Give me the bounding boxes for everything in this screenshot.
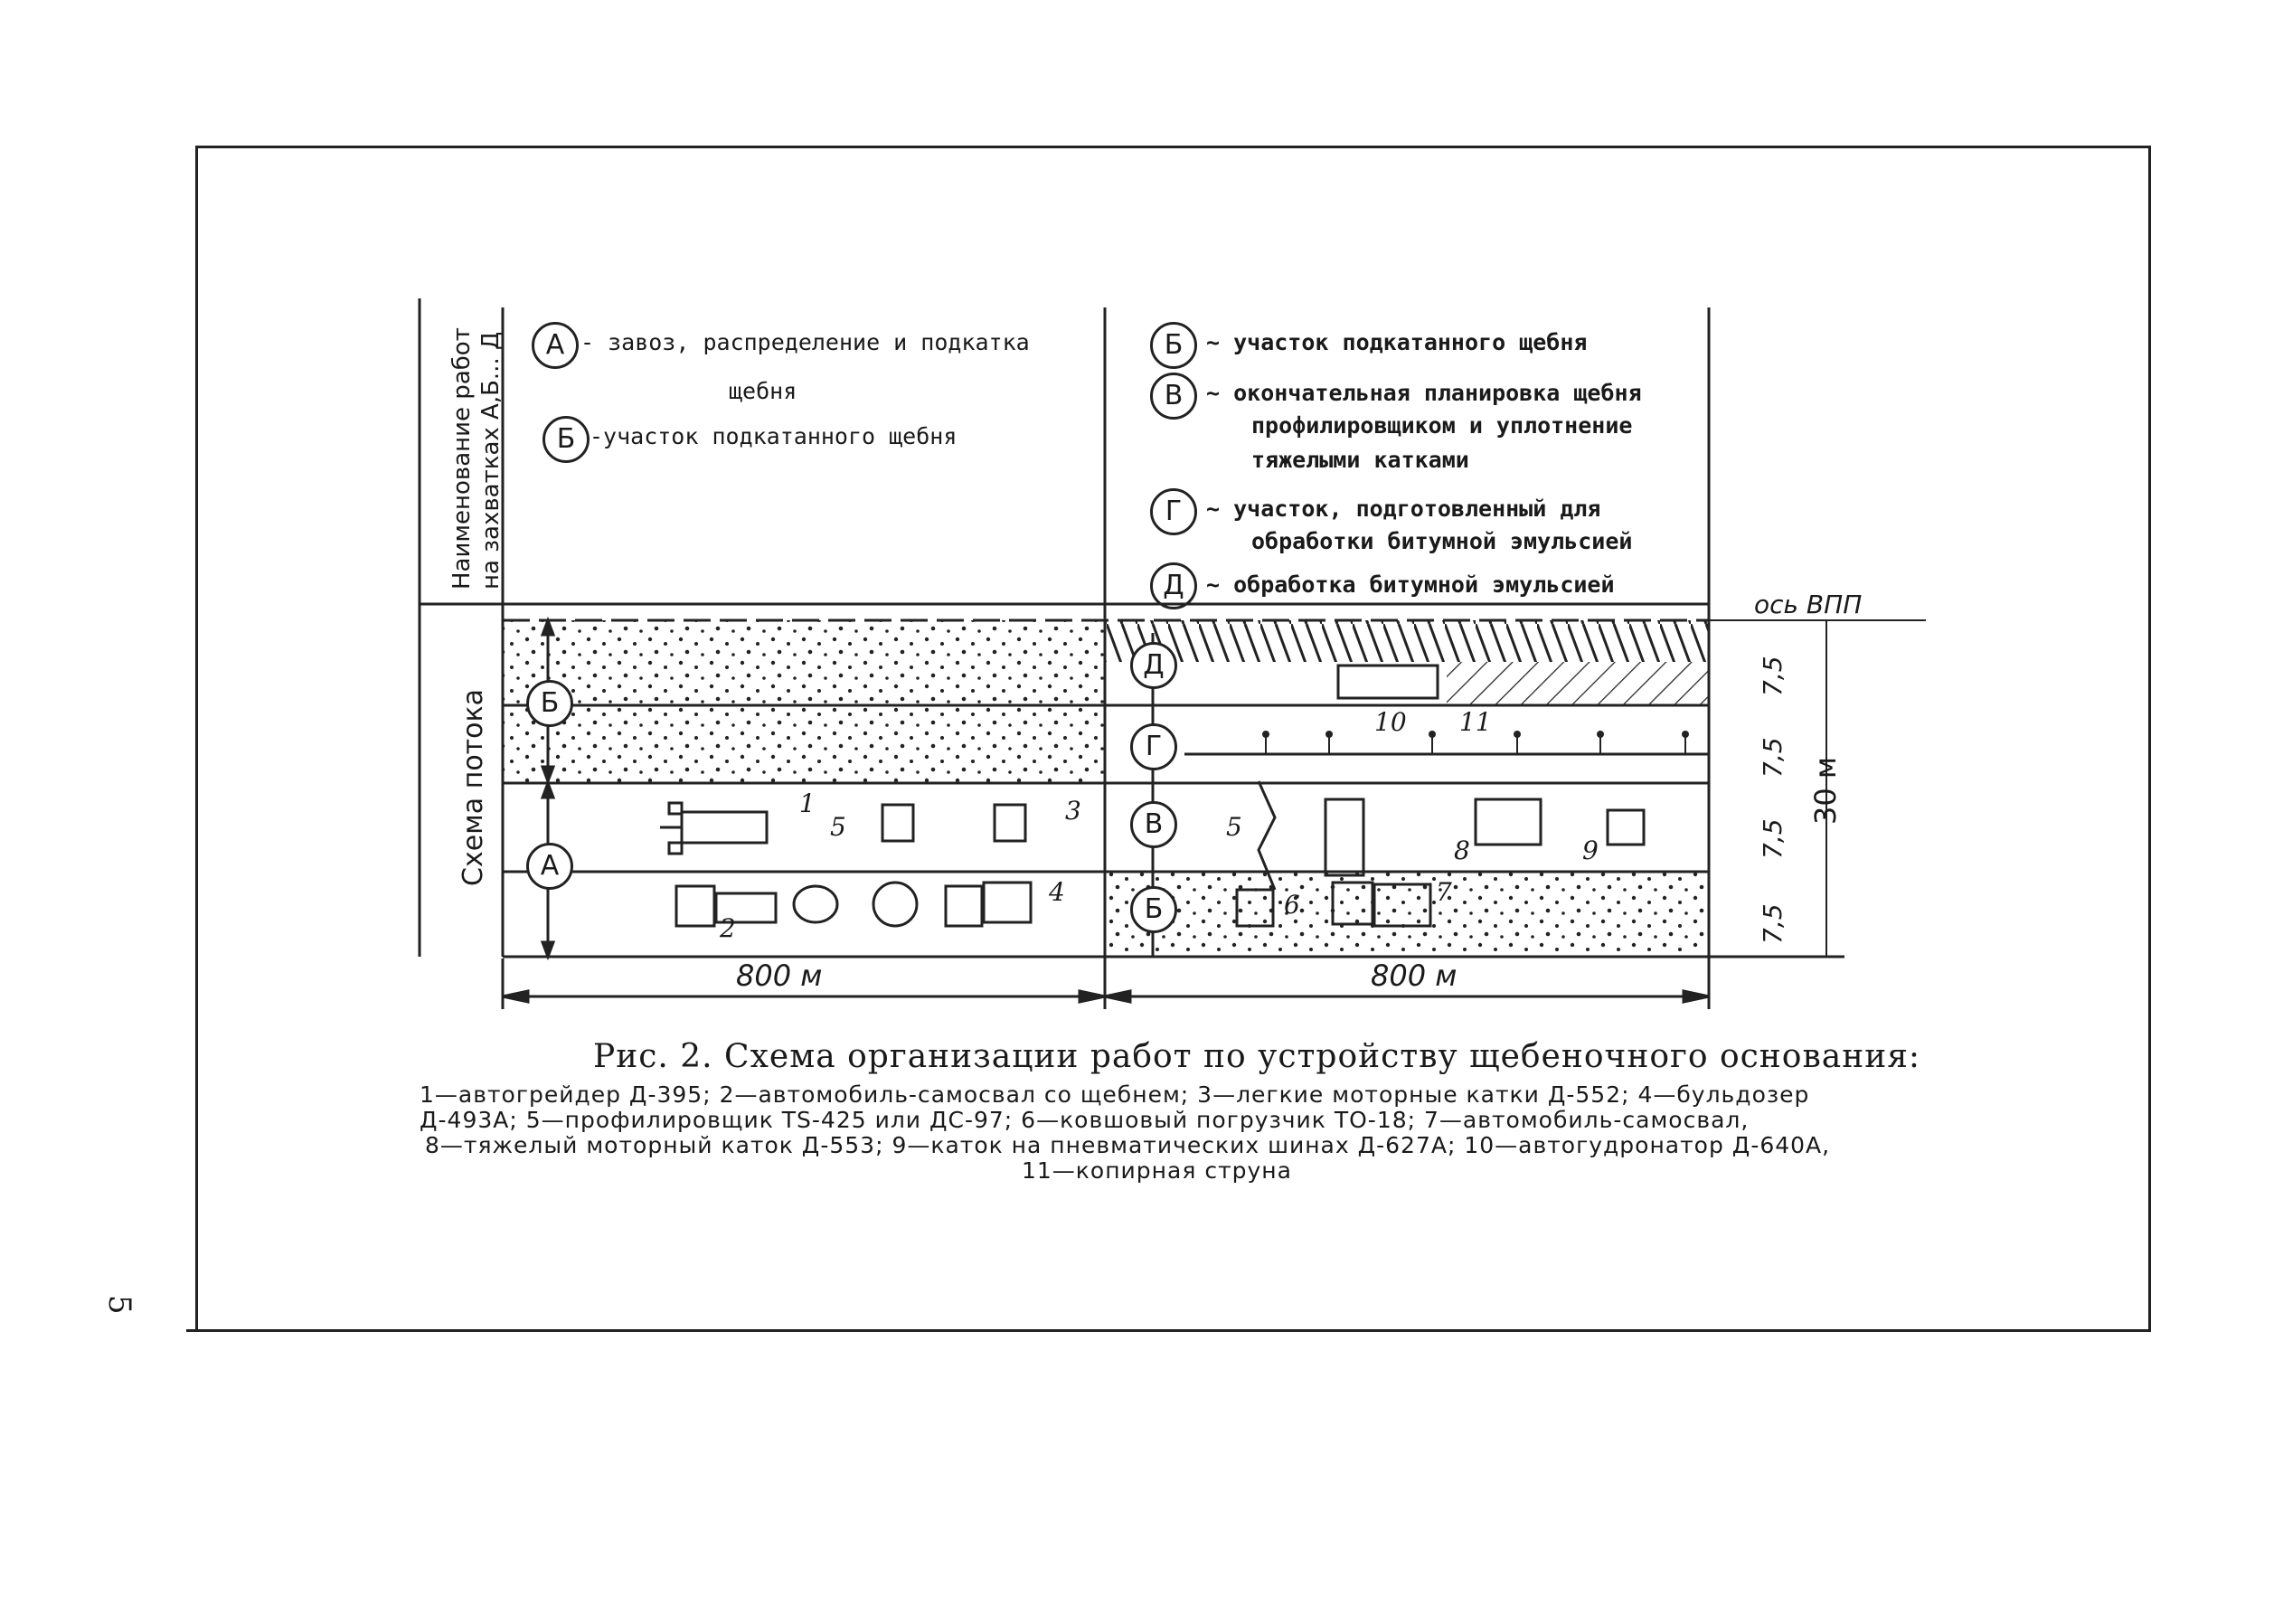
- machine-7-truck: [1373, 883, 1432, 928]
- lane-width-1: 7,5: [1758, 656, 1788, 696]
- legend-b-text: -участок подкатанного щебня: [590, 423, 958, 449]
- zone-letter-b-legend: Б: [542, 416, 590, 463]
- legend-right-d-text: ~ обработка битумной эмульсией: [1206, 571, 1615, 598]
- lane-width-4: 7,5: [1758, 903, 1788, 944]
- lane-width-3: 7,5: [1758, 818, 1788, 859]
- page-frame-top: [195, 146, 2151, 148]
- machine-label-5a: 5: [830, 812, 846, 842]
- machines: [660, 664, 1646, 928]
- figure-caption-title: Рис. 2. Схема организации работ по устро…: [593, 1038, 1921, 1075]
- legend-right-g-text-2: обработки битумной эмульсией: [1251, 528, 1633, 554]
- legend-a-text-2: щебня: [729, 378, 797, 404]
- string-pegs: [1262, 731, 1689, 754]
- zone-b-right-strip: [1105, 872, 1709, 957]
- machine-label-6: 6: [1284, 890, 1300, 920]
- zone-b-left-strip: [503, 620, 1105, 783]
- figure-caption-line-4: 11—копирная струна: [1022, 1157, 1292, 1184]
- page-frame-right: [2148, 146, 2151, 1331]
- machine-label-5b: 5: [1226, 812, 1242, 842]
- machine-label-3: 3: [1065, 796, 1081, 826]
- zone-letter-d: Д: [1130, 642, 1177, 689]
- figure-caption-line-3: 8—тяжелый моторный каток Д-553; 9—каток …: [425, 1132, 1831, 1158]
- machine-5-profiler: [1257, 780, 1277, 891]
- machine-8-heavy-roller: [1474, 798, 1542, 846]
- zone-d-hatched-strip: [1447, 662, 1709, 705]
- legend-right-v-text-3: тяжелыми катками: [1251, 447, 1469, 473]
- zone-letter-b-left: Б: [526, 680, 573, 727]
- zone-letter-a-left: А: [526, 843, 573, 890]
- machine-label-4: 4: [1049, 877, 1065, 907]
- page-frame-left: [195, 146, 198, 1331]
- zone-letter-g: Г: [1130, 723, 1177, 770]
- machine-9-pneumatic-roller: [1606, 808, 1646, 846]
- machine-4-bulldozer: [982, 881, 1033, 924]
- legend-a-text-1: - завоз, распределение и подкатка: [580, 329, 1030, 355]
- machine-3-roller: [881, 803, 915, 843]
- figure-caption-line-2: Д-493А; 5—профилировщик TS-425 или ДС-97…: [420, 1107, 1750, 1133]
- machine-1-grader: [680, 810, 769, 845]
- zone-letter-v-legend: В: [1150, 373, 1197, 420]
- machine-label-10: 10: [1374, 707, 1407, 737]
- runway-axis-label: ось ВПП: [1754, 590, 1863, 619]
- zone-letter-v: В: [1130, 801, 1177, 848]
- length-left: 800 м: [736, 958, 823, 993]
- machine-10-distributor: [1336, 664, 1439, 700]
- lane-width-2: 7,5: [1758, 737, 1788, 778]
- zone-letter-b-legend-right: Б: [1150, 322, 1197, 369]
- machine-label-1: 1: [799, 788, 816, 818]
- length-right: 800 м: [1371, 958, 1458, 993]
- machine-6-loader: [1235, 888, 1275, 928]
- machine-2-truck: [714, 892, 778, 924]
- machine-label-7: 7: [1436, 877, 1452, 907]
- machine-label-11: 11: [1459, 707, 1492, 737]
- legend-right-b-text: ~ участок подкатанного щебня: [1206, 329, 1588, 355]
- legend-right-v-text-2: профилировщиком и уплотнение: [1251, 412, 1633, 439]
- zone-d-chevron-strip: [1105, 620, 1709, 662]
- machine-label-9: 9: [1582, 836, 1599, 865]
- total-width: 30 м: [1808, 756, 1843, 825]
- machine-label-2: 2: [720, 913, 736, 943]
- figure-caption-line-1: 1—автогрейдер Д-395; 2—автомобиль-самосв…: [420, 1081, 1810, 1108]
- zone-letter-g-legend: Г: [1150, 488, 1197, 535]
- zone-letter-a-legend: А: [532, 322, 579, 369]
- lane-lines: [503, 618, 1926, 957]
- length-dimension: [501, 958, 1711, 1009]
- page-frame-bottom: [186, 1329, 2151, 1332]
- legend-right-g-text-1: ~ участок, подготовленный для: [1206, 496, 1601, 522]
- machine-label-8: 8: [1454, 836, 1470, 865]
- legend-right-v-text-1: ~ окончательная планировка щебня: [1206, 380, 1642, 406]
- zone-letter-b-right: Б: [1130, 886, 1177, 933]
- zone-letter-d-legend: Д: [1150, 562, 1197, 609]
